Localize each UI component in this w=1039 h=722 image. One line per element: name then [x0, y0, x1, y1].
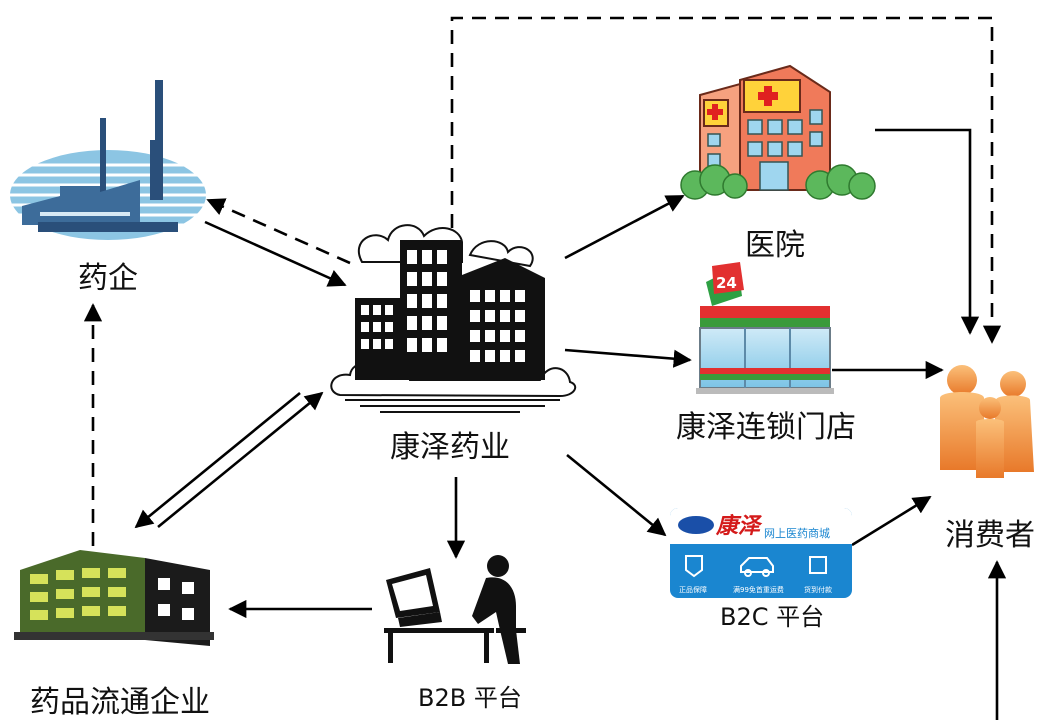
b2c-feature-1: 正品保障 [679, 585, 707, 594]
arrow-pharma-to-kangze [204, 220, 347, 287]
arrow-kangze-to-b2c [566, 453, 667, 537]
label-b2b: B2B 平台 [418, 684, 522, 712]
arrow-kangze-to-consumer-dashed [450, 16, 1002, 344]
store-icon: 24 [696, 262, 834, 394]
factory-icon [10, 80, 206, 240]
arrow-hospital-to-consumer [875, 128, 980, 335]
b2c-card-icon: 康泽 网上医药商城 正品保障 满99免首重运费 货到付款 [670, 508, 852, 598]
headquarters-building-icon [330, 224, 577, 413]
arrow-kangze-to-distribution [134, 391, 301, 529]
label-b2c: B2C 平台 [720, 603, 825, 631]
label-pharma-company: 药企 [78, 261, 138, 296]
b2c-tagline-text: 网上医药商城 [764, 526, 830, 540]
hospital-icon [680, 64, 876, 200]
b2c-brand-text: 康泽 [715, 513, 763, 539]
consumer-family-icon [940, 365, 1034, 478]
label-hospital: 医院 [745, 228, 805, 263]
label-consumer: 消费者 [945, 518, 1035, 553]
arrow-kangze-to-hospital [564, 194, 685, 260]
b2c-feature-3: 货到付款 [804, 585, 832, 594]
b2c-feature-2: 满99免首重运费 [733, 585, 784, 594]
label-kangze: 康泽药业 [390, 430, 510, 465]
arrows [83, 16, 1007, 720]
b2b-computer-user-icon [384, 555, 526, 664]
distribution-warehouse-icon [14, 550, 214, 646]
arrow-b2c-to-consumer [851, 495, 932, 547]
arrow-kangze-to-pharma-dashed [206, 198, 351, 265]
label-distribution: 药品流通企业 [30, 685, 210, 720]
label-chain-store: 康泽连锁门店 [676, 410, 856, 445]
store-sign-text: 24 [716, 274, 737, 292]
arrow-distribution-to-kangze [157, 391, 324, 529]
arrow-kangze-to-store [564, 348, 692, 368]
